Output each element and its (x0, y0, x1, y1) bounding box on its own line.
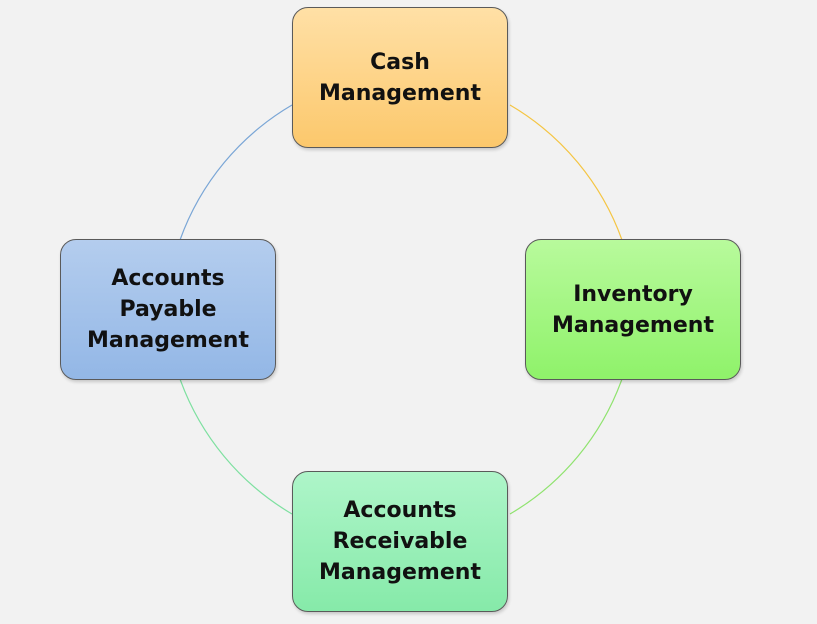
inventory-management-node: Inventory Management (525, 239, 741, 380)
cash-management-node: Cash Management (292, 7, 508, 148)
connector-cash-to-inventory (509, 104, 623, 241)
accounts-receivable-management-node: Accounts Receivable Management (292, 471, 508, 612)
connector-payable-to-cash (179, 104, 293, 241)
cash-management-label: Cash Management (319, 49, 481, 106)
accounts-payable-management-label: Accounts Payable Management (87, 266, 249, 353)
accounts-receivable-management-label: Accounts Receivable Management (319, 498, 481, 585)
connector-inventory-to-receivable (509, 378, 623, 515)
inventory-management-label: Inventory Management (552, 281, 714, 338)
connector-receivable-to-payable (179, 378, 293, 515)
accounts-payable-management-node: Accounts Payable Management (60, 239, 276, 380)
